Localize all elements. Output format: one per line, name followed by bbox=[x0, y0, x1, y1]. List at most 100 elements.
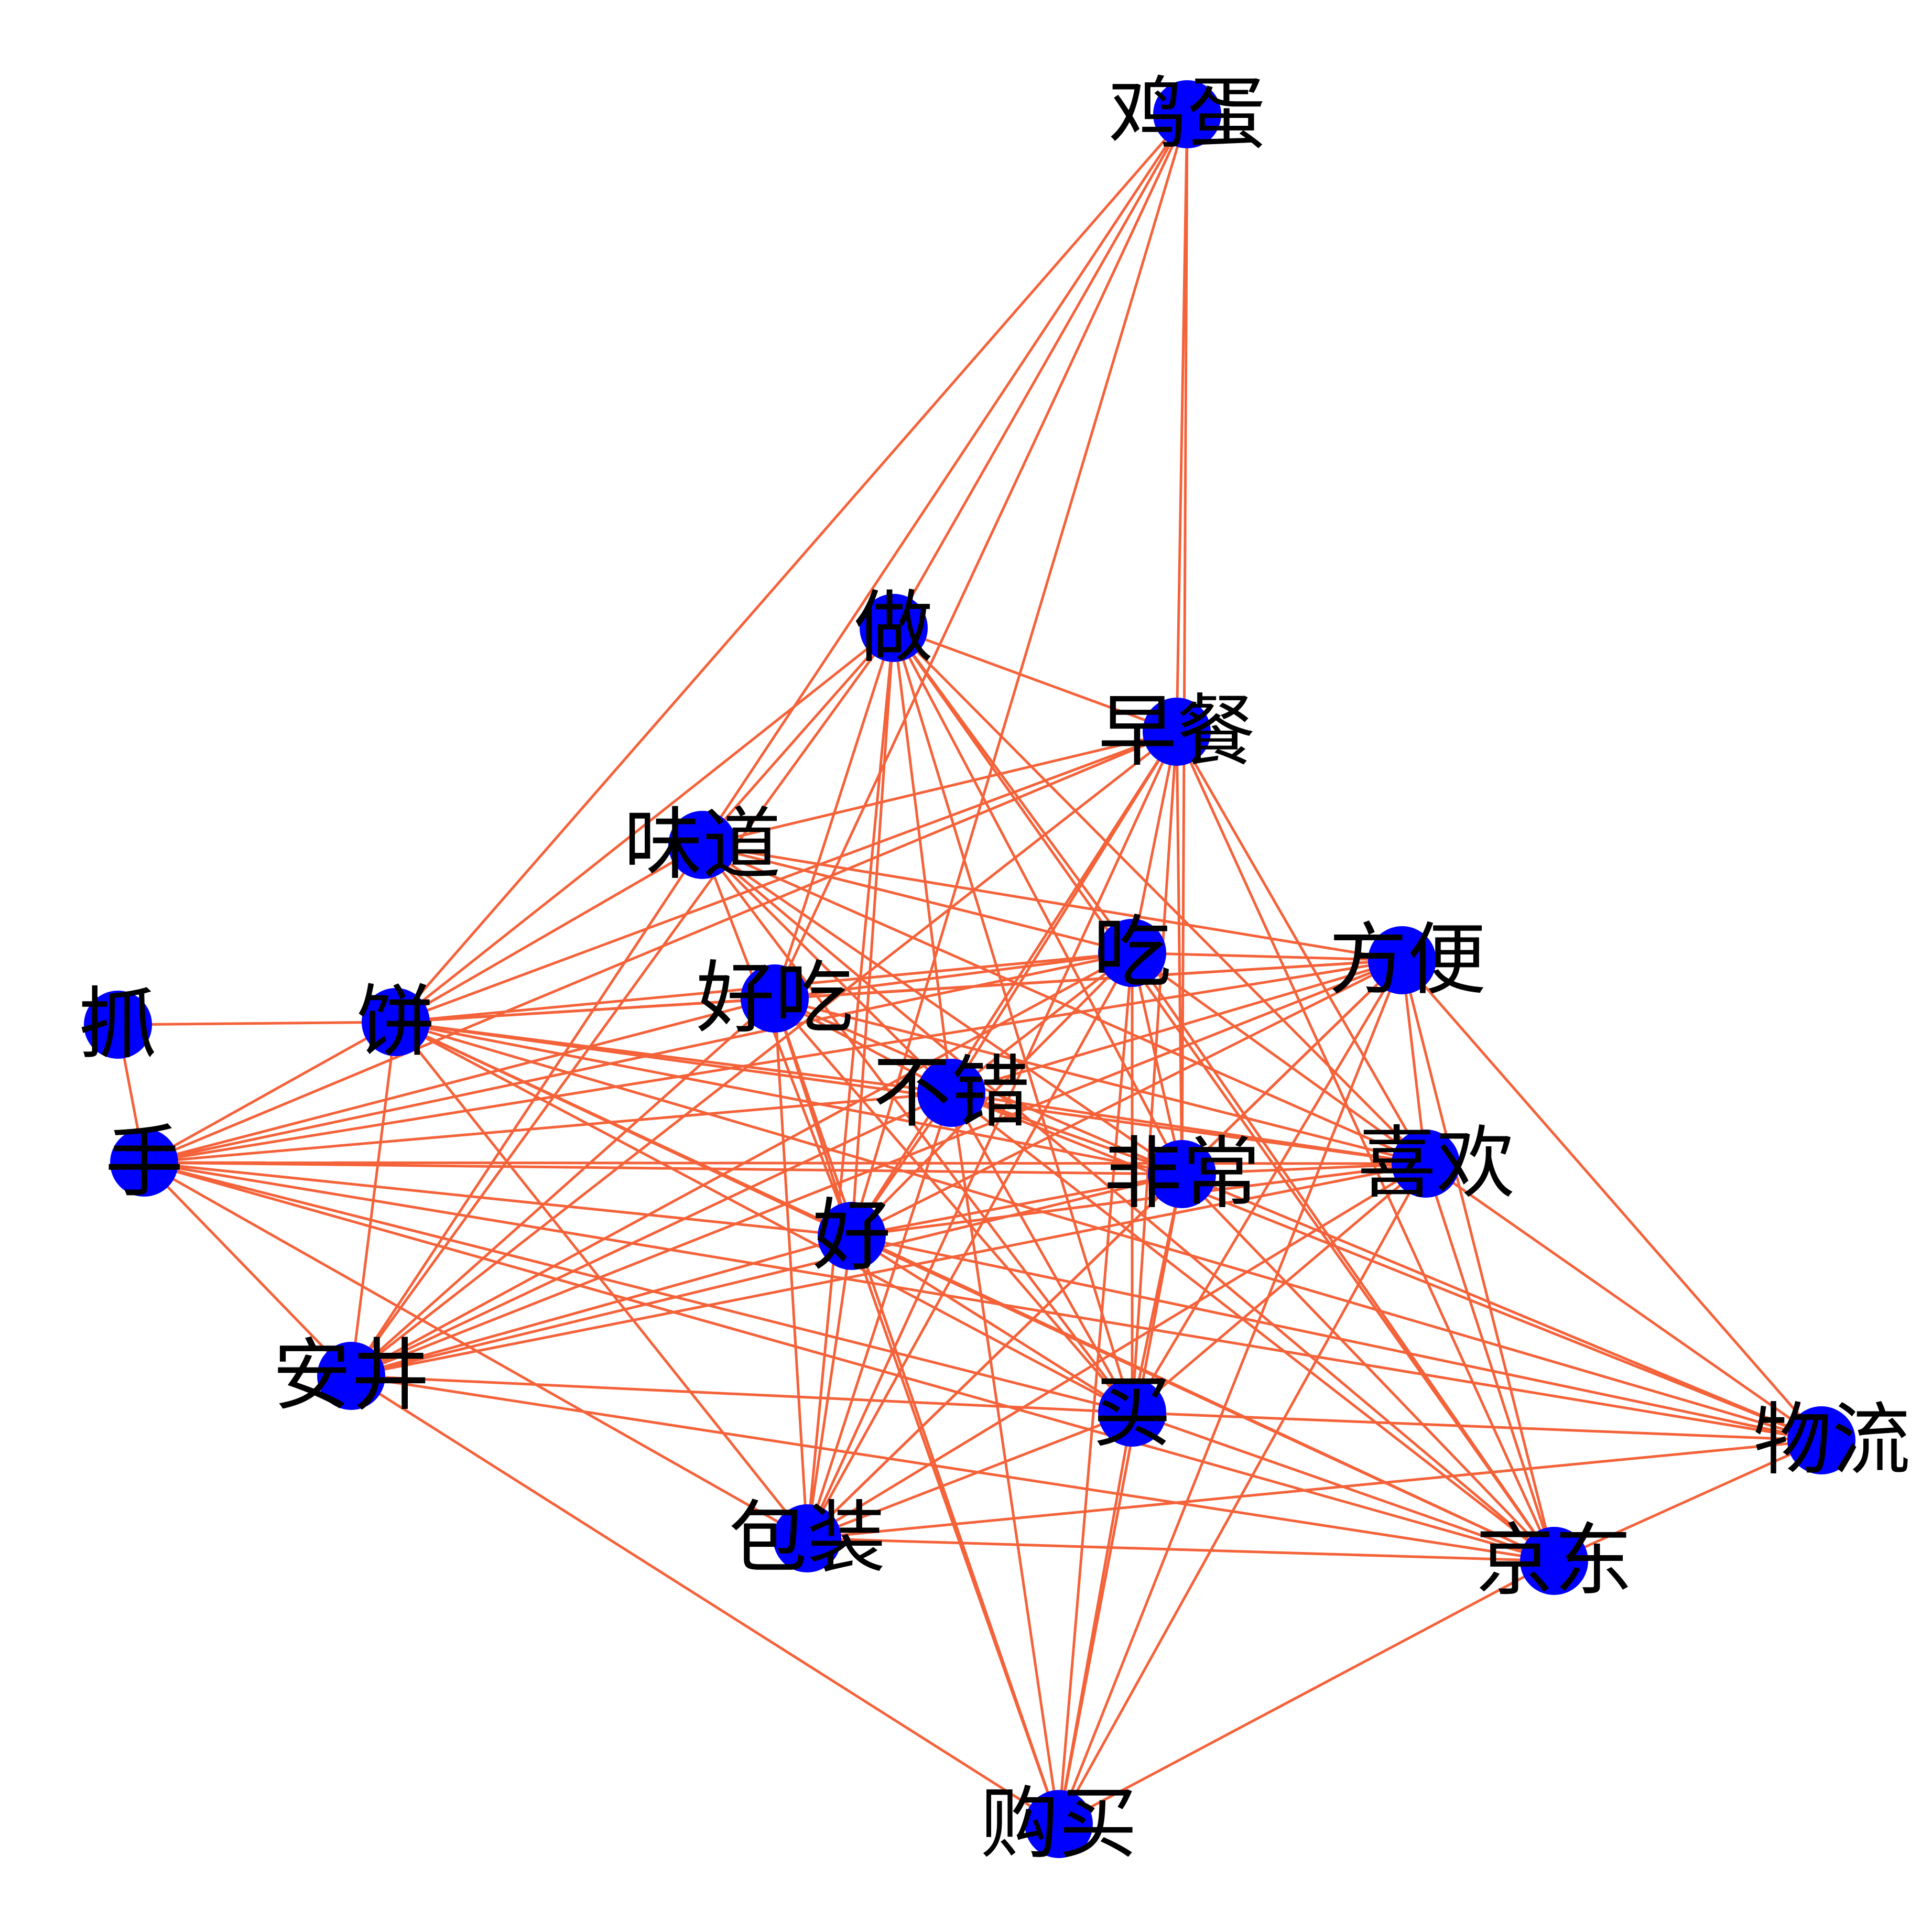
edge-做-好 bbox=[850, 627, 895, 1236]
node-dot bbox=[1368, 926, 1436, 994]
edge-方便-买 bbox=[1131, 959, 1404, 1414]
edge-手-好吃 bbox=[144, 997, 775, 1164]
edge-方便-购买 bbox=[1057, 960, 1404, 1825]
node-物流: 物流 bbox=[1753, 1395, 1911, 1486]
node-京东: 京东 bbox=[1475, 1515, 1633, 1607]
edge-吃-安井 bbox=[350, 951, 1133, 1377]
node-dot bbox=[1098, 1379, 1166, 1447]
edge-吃-非常 bbox=[1131, 952, 1184, 1175]
node-dot bbox=[773, 1504, 841, 1572]
node-dot bbox=[317, 1342, 385, 1410]
edge-不错-物流 bbox=[951, 1091, 1822, 1442]
edge-喜欢-安井 bbox=[351, 1162, 1426, 1377]
node-label: 吃 bbox=[1093, 907, 1171, 998]
edge-早餐-买 bbox=[1131, 731, 1178, 1413]
edge-包装-物流 bbox=[807, 1439, 1822, 1540]
edge-手-安井 bbox=[143, 1162, 352, 1377]
edge-手-京东 bbox=[144, 1161, 1555, 1562]
node-dot bbox=[1520, 1527, 1588, 1595]
node-dot bbox=[1153, 80, 1221, 148]
node-label: 买 bbox=[1093, 1367, 1171, 1458]
edge-好-购买 bbox=[850, 1235, 1060, 1825]
edge-安井-购买 bbox=[350, 1374, 1060, 1826]
edge-买-物流 bbox=[1132, 1411, 1822, 1442]
node-早餐: 早餐 bbox=[1098, 686, 1255, 777]
edge-鸡蛋-做 bbox=[892, 113, 1189, 629]
node-dot bbox=[110, 1128, 178, 1197]
edge-早餐-手 bbox=[144, 730, 1177, 1164]
node-label: 包装 bbox=[729, 1493, 886, 1584]
edge-好吃-吃 bbox=[774, 951, 1133, 1000]
node-dot bbox=[1392, 1130, 1460, 1198]
node-label: 早餐 bbox=[1098, 686, 1255, 777]
edge-吃-京东 bbox=[1131, 952, 1556, 1562]
node-做: 做 bbox=[854, 582, 933, 674]
edge-好-物流 bbox=[851, 1234, 1822, 1442]
node-方便: 方便 bbox=[1329, 915, 1486, 1006]
node-label: 好吃 bbox=[696, 953, 853, 1044]
edge-好吃-买 bbox=[774, 997, 1133, 1414]
node-dot bbox=[1025, 1790, 1093, 1858]
node-吃: 吃 bbox=[1093, 907, 1171, 998]
edge-鸡蛋-饼 bbox=[395, 113, 1188, 1023]
node-购买: 购买 bbox=[980, 1778, 1137, 1870]
node-dot bbox=[1148, 1140, 1216, 1208]
edge-味道-京东 bbox=[701, 844, 1555, 1562]
edge-方便-喜欢 bbox=[1401, 960, 1427, 1164]
edge-方便-京东 bbox=[1401, 960, 1556, 1561]
node-饼: 饼 bbox=[356, 976, 435, 1068]
edge-喜欢-物流 bbox=[1425, 1162, 1822, 1442]
edge-饼-非常 bbox=[395, 1021, 1182, 1176]
edge-饼-安井 bbox=[350, 1022, 397, 1376]
edge-手-不错 bbox=[144, 1091, 952, 1164]
node-label: 非常 bbox=[1103, 1128, 1261, 1220]
node-dot bbox=[917, 1059, 985, 1127]
edge-手-买 bbox=[144, 1161, 1133, 1414]
edge-饼-喜欢 bbox=[395, 1021, 1426, 1165]
edge-做-味道 bbox=[701, 627, 895, 846]
edge-做-不错 bbox=[892, 627, 953, 1093]
edge-做-买 bbox=[892, 627, 1134, 1413]
edge-好-包装 bbox=[806, 1235, 853, 1539]
node-手: 手 bbox=[105, 1117, 183, 1208]
edge-喜欢-京东 bbox=[1424, 1163, 1556, 1561]
node-label: 饼 bbox=[356, 976, 435, 1068]
node-味道: 味道 bbox=[624, 799, 781, 891]
node-鸡蛋: 鸡蛋 bbox=[1109, 69, 1266, 160]
node-label: 不错 bbox=[873, 1047, 1030, 1138]
edge-早餐-安井 bbox=[350, 731, 1178, 1377]
edge-味道-安井 bbox=[350, 844, 704, 1377]
edge-鸡蛋-好吃 bbox=[773, 113, 1189, 1000]
node-dot bbox=[741, 964, 809, 1033]
node-抓: 抓 bbox=[79, 979, 157, 1070]
node-label: 喜欢 bbox=[1358, 1118, 1515, 1209]
edge-不错-购买 bbox=[950, 1092, 1060, 1825]
node-包装: 包装 bbox=[729, 1493, 886, 1584]
node-label: 购买 bbox=[980, 1778, 1137, 1870]
edge-买-购买 bbox=[1057, 1412, 1134, 1825]
edge-早餐-饼 bbox=[395, 730, 1177, 1024]
node-非常: 非常 bbox=[1103, 1128, 1261, 1220]
node-不错: 不错 bbox=[873, 1047, 1030, 1138]
node-dot bbox=[84, 991, 152, 1059]
edge-安井-买 bbox=[351, 1374, 1133, 1414]
edge-早餐-味道 bbox=[702, 730, 1177, 846]
edge-不错-喜欢 bbox=[951, 1091, 1426, 1165]
edge-饼-手 bbox=[143, 1021, 397, 1164]
edge-好-安井 bbox=[351, 1234, 852, 1377]
edge-非常-包装 bbox=[806, 1173, 1183, 1539]
edge-饼-买 bbox=[395, 1021, 1133, 1414]
node-dot bbox=[1098, 919, 1166, 987]
edge-物流-京东 bbox=[1553, 1439, 1822, 1562]
edge-做-喜欢 bbox=[893, 627, 1427, 1165]
node-dot bbox=[668, 811, 736, 879]
edge-早餐-京东 bbox=[1175, 731, 1556, 1562]
edge-不错-非常 bbox=[951, 1091, 1182, 1176]
edge-好-京东 bbox=[851, 1234, 1555, 1562]
edge-早餐-喜欢 bbox=[1175, 731, 1427, 1165]
edge-好吃-方便 bbox=[774, 959, 1403, 1000]
edge-不错-安井 bbox=[350, 1091, 952, 1377]
edge-非常-好 bbox=[851, 1173, 1182, 1238]
node-好吃: 好吃 bbox=[696, 953, 853, 1044]
